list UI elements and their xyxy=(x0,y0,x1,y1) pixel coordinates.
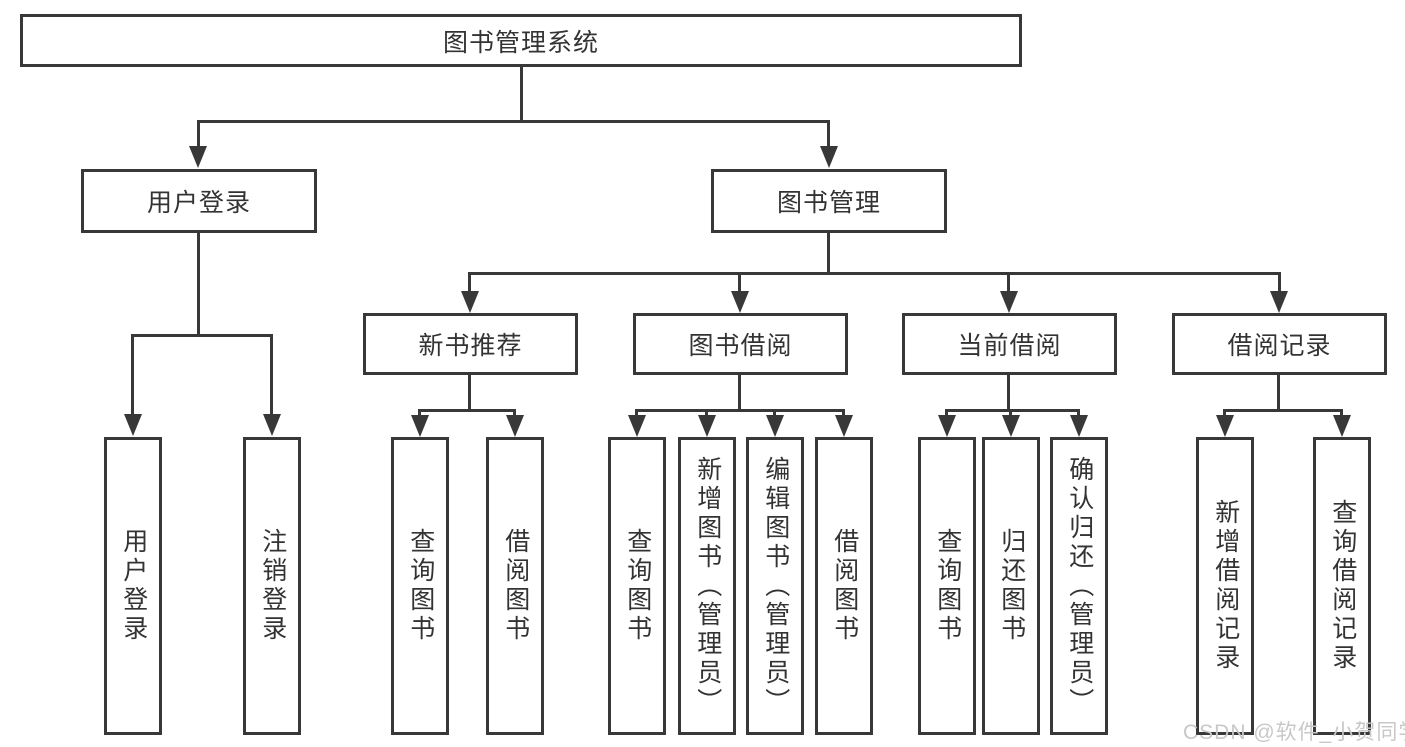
node-confirm-return-admin: 确认归还（管理员） xyxy=(1050,437,1108,735)
node-add-borrow-record: 新增借阅记录 xyxy=(1196,437,1254,735)
connector-hline xyxy=(469,272,1281,275)
node-label: 新增借阅记录 xyxy=(1211,499,1240,673)
connector-vline xyxy=(1277,373,1280,412)
connector-vline xyxy=(738,373,741,412)
node-return-books: 归还图书 xyxy=(982,437,1040,735)
node-label: 确认归还（管理员） xyxy=(1065,455,1094,717)
connector-vline xyxy=(513,409,516,418)
arrow-down-icon xyxy=(411,415,429,437)
connector-hline xyxy=(131,334,273,337)
node-borrowing-records: 借阅记录 xyxy=(1172,313,1387,375)
connector-hline xyxy=(945,409,1080,412)
arrow-down-icon xyxy=(461,291,479,313)
arrow-down-icon xyxy=(263,414,281,436)
arrow-down-icon xyxy=(189,146,207,168)
node-recommend-borrow-books: 借阅图书 xyxy=(486,437,544,735)
node-label: 编辑图书（管理员） xyxy=(761,455,790,717)
arrow-down-icon xyxy=(1333,415,1351,437)
connector-vline xyxy=(827,120,830,150)
connector-vline xyxy=(131,334,134,417)
node-edit-book-admin: 编辑图书（管理员） xyxy=(746,437,804,735)
connector-vline xyxy=(418,409,421,418)
arrow-down-icon xyxy=(506,415,524,437)
node-query-borrow-record: 查询借阅记录 xyxy=(1313,437,1371,735)
node-label: 查询图书 xyxy=(623,528,652,644)
arrow-down-icon xyxy=(1002,415,1020,437)
node-label: 借阅图书 xyxy=(830,528,859,644)
arrow-down-icon xyxy=(938,415,956,437)
connector-hline xyxy=(197,120,830,123)
connector-vline xyxy=(1009,409,1012,418)
node-current-query-books: 查询图书 xyxy=(918,437,976,735)
arrow-down-icon xyxy=(1216,415,1234,437)
connector-vline xyxy=(197,231,200,337)
arrow-down-icon xyxy=(766,415,784,437)
node-current-borrowing: 当前借阅 xyxy=(902,313,1117,375)
connector-vline xyxy=(827,231,830,275)
node-label: 新增图书（管理员） xyxy=(693,455,722,717)
arrow-down-icon xyxy=(1270,291,1288,313)
node-label: 用户登录 xyxy=(146,189,251,217)
connector-vline xyxy=(468,272,471,294)
node-label: 用户登录 xyxy=(119,528,148,644)
connector-vline xyxy=(520,65,523,123)
node-label: 当前借阅 xyxy=(957,332,1062,360)
node-user-login: 用户登录 xyxy=(81,169,317,233)
connector-vline xyxy=(705,409,708,418)
node-label: 归还图书 xyxy=(997,528,1026,644)
node-recommend-query-books: 查询图书 xyxy=(391,437,449,735)
connector-vline xyxy=(635,409,638,418)
arrow-down-icon xyxy=(124,414,142,436)
arrow-down-icon xyxy=(835,415,853,437)
connector-vline xyxy=(945,409,948,418)
node-label: 图书管理 xyxy=(776,189,881,217)
connector-hline xyxy=(1223,409,1343,412)
node-label: 查询图书 xyxy=(933,528,962,644)
node-label: 借阅图书 xyxy=(501,528,530,644)
connector-vline xyxy=(773,409,776,418)
node-logout-action: 注销登录 xyxy=(243,437,301,735)
connector-vline xyxy=(842,409,845,418)
connector-vline xyxy=(1007,373,1010,412)
arrow-down-icon xyxy=(628,415,646,437)
node-user-login-action: 用户登录 xyxy=(104,437,162,735)
node-label: 借阅记录 xyxy=(1227,332,1332,360)
connector-vline xyxy=(1223,409,1226,418)
node-book-borrowing: 图书借阅 xyxy=(633,313,848,375)
connector-hline xyxy=(635,409,845,412)
node-label: 注销登录 xyxy=(258,528,287,644)
node-borrow-books: 借阅图书 xyxy=(815,437,873,735)
connector-vline xyxy=(1077,409,1080,418)
node-add-book-admin: 新增图书（管理员） xyxy=(678,437,736,735)
connector-vline xyxy=(197,120,200,150)
node-label: 查询图书 xyxy=(406,528,435,644)
node-label: 图书管理系统 xyxy=(442,28,599,57)
node-label: 图书借阅 xyxy=(688,332,793,360)
arrow-down-icon xyxy=(731,291,749,313)
arrow-down-icon xyxy=(820,146,838,168)
node-new-book-recommendation: 新书推荐 xyxy=(363,313,578,375)
connector-vline xyxy=(738,272,741,294)
node-book-management: 图书管理 xyxy=(711,169,947,233)
connector-vline xyxy=(270,334,273,417)
watermark: CSDN @软件_小贺同学 xyxy=(1183,721,1405,744)
arrow-down-icon xyxy=(1000,291,1018,313)
arrow-down-icon xyxy=(1070,415,1088,437)
node-label: 查询借阅记录 xyxy=(1328,499,1357,673)
connector-vline xyxy=(1340,409,1343,418)
connector-vline xyxy=(1007,272,1010,294)
connector-vline xyxy=(1278,272,1281,294)
node-borrow-query-books: 查询图书 xyxy=(608,437,666,735)
arrow-down-icon xyxy=(698,415,716,437)
connector-vline xyxy=(468,373,471,412)
node-library-management-system: 图书管理系统 xyxy=(20,14,1022,67)
node-label: 新书推荐 xyxy=(418,332,523,360)
connector-hline xyxy=(418,409,516,412)
